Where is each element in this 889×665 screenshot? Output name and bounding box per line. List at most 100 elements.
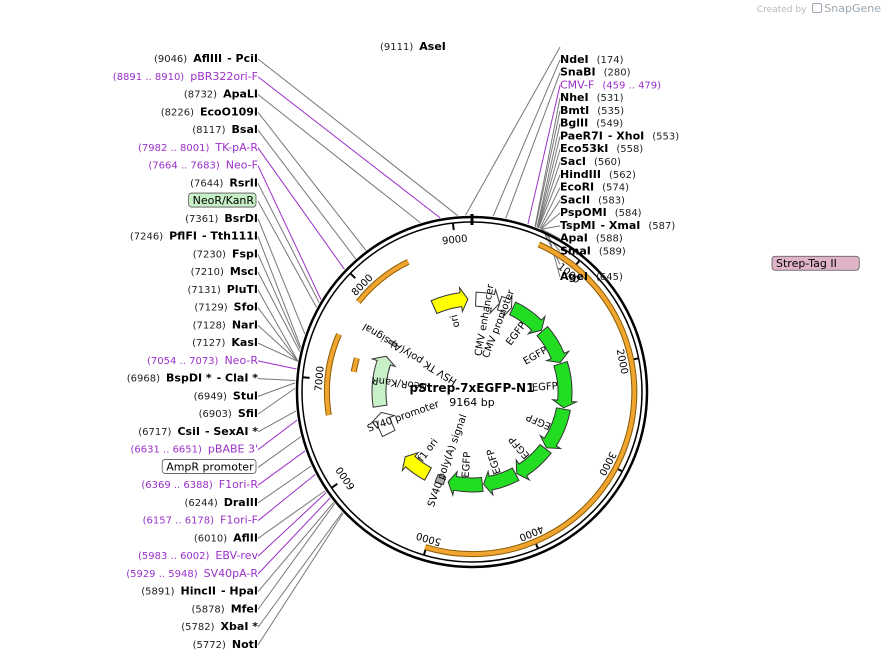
site-name: NotI — [232, 638, 258, 651]
site-label-text: SnaBI(280) — [560, 66, 631, 79]
site-name: MscI — [230, 265, 258, 278]
site-label-text: (9046)AflIII- PciI — [154, 52, 258, 65]
feature-box-label: Strep-Tag II — [776, 257, 837, 270]
label-leader-line — [257, 360, 297, 370]
site-name: TK-pA-R — [214, 141, 258, 154]
site-name: AseI — [419, 40, 446, 53]
site-name: EcoO109I — [200, 105, 258, 118]
site-label-primer: (5929 .. 5948)SV40pA-R — [126, 567, 258, 580]
snapgene-credit: Created by SnapGene — [757, 2, 881, 15]
site-label-text: (8891 .. 8910)pBR322ori-F — [113, 70, 258, 83]
feature-arrow-promoter — [475, 287, 501, 315]
site-label-primer: (8891 .. 8910)pBR322ori-F — [113, 70, 258, 83]
site-label-text: (6631 .. 6651)pBABE 3' — [131, 443, 259, 456]
site-label-text: (6968)BspDI *- ClaI * — [127, 372, 258, 385]
site-label-text: (7054 .. 7073)Neo-R — [147, 354, 258, 367]
label-leader-line — [257, 387, 296, 415]
label-leader-line — [257, 490, 326, 539]
label-leader-line — [465, 46, 561, 216]
site-label-text: PspOMI(584) — [560, 206, 642, 219]
site-name-extra: - Tth111I — [202, 230, 258, 243]
site-label-text: (5891)HincII- HpaI — [141, 585, 258, 598]
label-leader-line — [539, 187, 561, 229]
site-coord: (7128) — [193, 320, 226, 331]
site-label-text: (6244)DraIII — [184, 496, 258, 509]
label-leader-line — [257, 289, 299, 362]
site-label-enzyme: (7131)PluTI — [187, 283, 258, 296]
site-label-enzyme: (8117)BsaI — [192, 123, 258, 136]
site-label-enzyme: (7210) MscI — [191, 265, 258, 278]
label-leader-line — [534, 98, 561, 227]
site-label-enzyme: (5782)XbaI * — [181, 620, 258, 633]
tick-label: 5000 — [415, 529, 443, 547]
site-name: FspI — [232, 247, 258, 260]
site-coord: (5891) — [141, 587, 174, 598]
site-coord: (583) — [598, 195, 625, 206]
site-label-enzyme: (9111)AseI — [380, 40, 446, 53]
site-label-feature_box: NeoR/KanR — [188, 192, 257, 208]
site-label-primer: (6369 .. 6388)F1ori-R — [141, 478, 258, 491]
orf-arc — [424, 242, 637, 557]
site-name: SnaBI — [560, 66, 596, 79]
site-label-enzyme: Eco53kI(558) — [560, 142, 643, 155]
site-coord: (5929 .. 5948) — [126, 569, 198, 580]
label-leader-line — [257, 94, 421, 224]
site-coord: (5772) — [193, 640, 226, 651]
site-name: SacI — [560, 155, 586, 168]
label-leader-line — [257, 307, 299, 362]
site-label-enzyme: (7128)NarI — [193, 318, 258, 331]
site-label-text: (7129)SfoI — [194, 301, 258, 314]
site-label-enzyme: BmtI(535) — [560, 104, 624, 117]
site-label-text: CMV-F (459 .. 479) — [560, 78, 661, 91]
label-leader-line — [257, 503, 336, 610]
site-name: EcoRI — [560, 181, 594, 194]
site-name: BspDI * — [166, 372, 212, 385]
site-coord: (6631 .. 6651) — [131, 445, 203, 456]
site-name: CMV-F — [560, 78, 594, 91]
site-label-text: (5782)XbaI * — [181, 620, 258, 633]
site-name: SmaI — [560, 244, 591, 257]
feature-arrow-egfp — [550, 360, 579, 409]
feature-arrow-egfp — [483, 467, 520, 497]
label-leader-line — [536, 123, 561, 228]
site-label-enzyme: SacII(583) — [560, 193, 625, 206]
site-label-primer: (7054 .. 7073)Neo-R — [147, 354, 258, 367]
site-coord: (7210) — [191, 267, 224, 278]
label-leader-line — [257, 271, 301, 352]
site-label-enzyme: EcoRI(574) — [560, 181, 629, 194]
feature-box-label: NeoR/KanR — [193, 194, 255, 207]
site-name: ApaLI — [223, 88, 258, 101]
site-coord: (553) — [652, 131, 679, 142]
label-leader-line — [257, 324, 299, 362]
site-name: EBV-rev — [215, 549, 258, 562]
site-label-text: (7131)PluTI — [187, 283, 258, 296]
label-leader-line — [541, 225, 561, 230]
label-leader-line — [257, 58, 459, 216]
site-label-enzyme: PaeR7I- XhoI(553) — [560, 129, 679, 142]
site-label-enzyme: TspMI- XmaI(587) — [560, 219, 675, 232]
snapgene-logo-icon — [812, 3, 823, 13]
site-coord: (459 .. 479) — [602, 80, 661, 91]
site-label-enzyme: (8732)ApaLI — [184, 88, 258, 101]
feature-box — [188, 192, 257, 208]
site-label-text: ApaI(588) — [560, 232, 623, 245]
site-label-primer: (7982 .. 8001)TK-pA-R — [138, 141, 258, 154]
site-name-extra: - XhoI — [608, 129, 644, 142]
site-coord: (531) — [597, 93, 624, 104]
label-leader-line — [257, 497, 331, 575]
label-leader-line — [541, 228, 561, 240]
site-label-text: (7246)PflFI- Tth111I — [130, 230, 258, 243]
site-label-text: (7982 .. 8001)TK-pA-R — [138, 141, 258, 154]
site-name-extra: - XmaI — [601, 219, 641, 232]
site-label-enzyme: AgeI(645) — [560, 270, 623, 283]
site-coord: (6903) — [199, 409, 232, 420]
site-label-text: NdeI(174) — [560, 53, 624, 66]
site-label-enzyme: BglII(549) — [560, 117, 623, 130]
site-label-text: NheI(531) — [560, 91, 624, 104]
site-label-text: (9111)AseI — [380, 40, 446, 53]
label-leader-line — [257, 76, 441, 219]
site-name: TspMI — [560, 219, 596, 232]
site-label-text: Eco53kI(558) — [560, 142, 643, 155]
feature-arrow-egfp — [447, 469, 484, 498]
